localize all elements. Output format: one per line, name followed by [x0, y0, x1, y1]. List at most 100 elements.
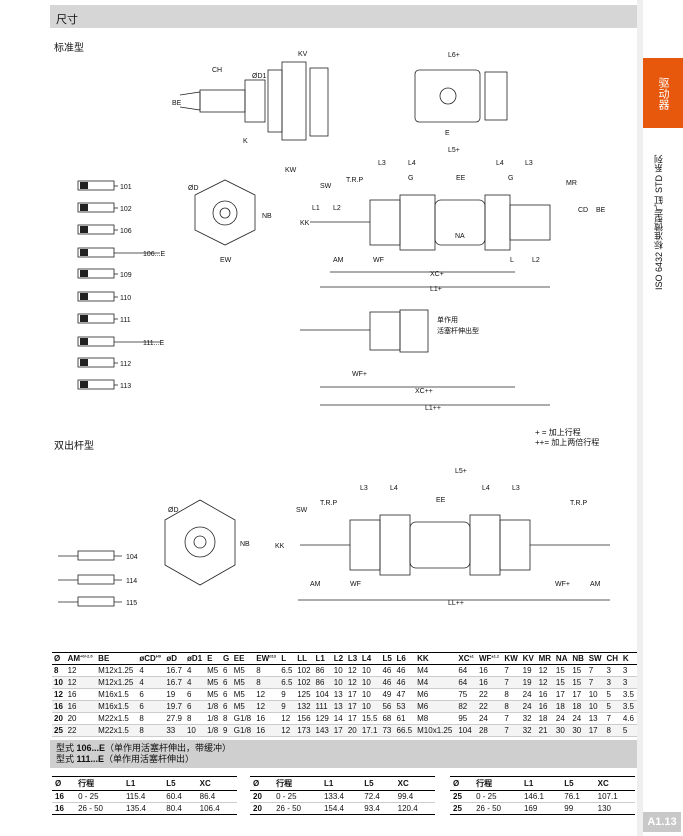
label-sw-dr: SW: [296, 507, 308, 514]
column-header-label: SW: [588, 653, 602, 663]
table-cell: 1/8: [205, 724, 221, 737]
table-cell: M10x1.25: [415, 724, 457, 737]
column-header-label: BE: [98, 653, 110, 663]
column-header: NB: [570, 652, 587, 665]
mount-top-view: L6+ E L5+: [414, 52, 508, 154]
model-label: 109: [120, 272, 132, 279]
table-cell: 25: [450, 802, 474, 815]
column-header: EE: [231, 652, 255, 665]
table-cell: 17: [345, 700, 360, 713]
table-cell: 1/8: [205, 700, 221, 713]
table-cell: 20: [52, 712, 66, 725]
table-cell: M5: [205, 688, 221, 701]
table-cell: 66.5: [394, 724, 416, 737]
column-header-label: LL: [297, 653, 307, 663]
model-item: 109: [77, 268, 132, 279]
cylinder-icon: [77, 336, 115, 347]
column-header: L4: [359, 652, 381, 665]
tolerance: ±1: [469, 652, 474, 658]
table-cell: 107.1: [594, 790, 635, 803]
table-cell: 16: [476, 676, 503, 689]
table-cell: 8: [137, 724, 165, 737]
table-cell: 16.7: [164, 676, 185, 689]
table-cell: 25: [52, 724, 66, 737]
table-cell: 8: [52, 664, 66, 677]
label-ee: EE: [456, 175, 466, 182]
table-cell: 3.5: [620, 688, 637, 701]
cylinder-icon: [77, 574, 115, 585]
cylinder-icon: [77, 379, 115, 390]
table-cell: 14: [331, 712, 346, 725]
table-cell: 86.4: [196, 790, 237, 803]
label-l5: L5+: [448, 147, 460, 154]
model-label: 112: [120, 361, 131, 368]
table-cell: 12: [254, 700, 280, 713]
label-wf-dr: WF: [350, 581, 361, 588]
piston-icon: [80, 315, 88, 322]
table-cell: M5: [231, 664, 255, 677]
table-cell: 26 - 50: [75, 802, 123, 815]
column-header-label: øD1: [186, 653, 203, 663]
table-cell: 6.5: [279, 664, 296, 677]
label-l1: L1: [312, 205, 320, 212]
label-g: G: [408, 175, 413, 182]
column-header-label: WF: [478, 653, 492, 663]
table-cell: 16: [52, 700, 66, 713]
table-cell: 6: [221, 676, 232, 689]
column-header: CH: [604, 652, 621, 665]
model-item: 102: [77, 202, 132, 213]
column-header-label: Ø: [54, 653, 61, 663]
column-header-label: AM: [67, 653, 81, 663]
table-cell: 13: [331, 688, 346, 701]
model-item: 106: [77, 224, 132, 235]
table-cell: 4: [184, 664, 206, 677]
table-cell: 7: [586, 676, 605, 689]
table-cell: 115.4: [122, 790, 164, 803]
table-cell: 68: [380, 712, 395, 725]
table-cell: 18: [553, 700, 571, 713]
table-cell: 32: [520, 724, 537, 737]
table-cell: M12x1.25: [96, 664, 138, 677]
label-ch: CH: [212, 67, 222, 74]
table-cell: 10: [586, 688, 605, 701]
table-cell: 20: [250, 790, 274, 803]
model-item: 111...E: [77, 336, 164, 347]
model-label: 111: [120, 317, 131, 324]
table-cell: 16: [52, 790, 76, 803]
table-cell: 19.7: [164, 700, 185, 713]
table-cell: 10: [359, 700, 381, 713]
model-label: 114: [126, 578, 137, 585]
column-header: Ø: [52, 776, 76, 791]
column-header: XC: [594, 776, 635, 791]
table-cell: 146.1: [520, 790, 562, 803]
table-cell: 99: [561, 802, 595, 815]
label-na: NA: [455, 233, 465, 240]
model-label: 115: [126, 600, 137, 607]
table-cell: 86: [313, 664, 332, 677]
table-cell: 26 - 50: [273, 802, 321, 815]
label-gb: G: [508, 175, 513, 182]
series-title: ISO 6432 标准微型气缸 STD 系列: [654, 154, 664, 290]
table-cell: 130: [594, 802, 635, 815]
table-cell: 102: [295, 676, 314, 689]
table-cell: M4: [415, 676, 457, 689]
table-cell: 25: [450, 790, 474, 803]
table-cell: 4: [137, 676, 165, 689]
table-cell: 46: [380, 676, 395, 689]
piston-icon: [80, 226, 88, 233]
column-header-label: øD: [166, 653, 177, 663]
table-cell: 49: [380, 688, 395, 701]
label-l3-dr: L3: [360, 485, 368, 492]
legend: + = 加上行程 ++= 加上两倍行程: [535, 428, 599, 448]
table-cell: 22: [476, 700, 503, 713]
table-cell: 111: [313, 700, 332, 713]
column-header-label: G: [223, 653, 230, 663]
table-cell: 28: [476, 724, 503, 737]
